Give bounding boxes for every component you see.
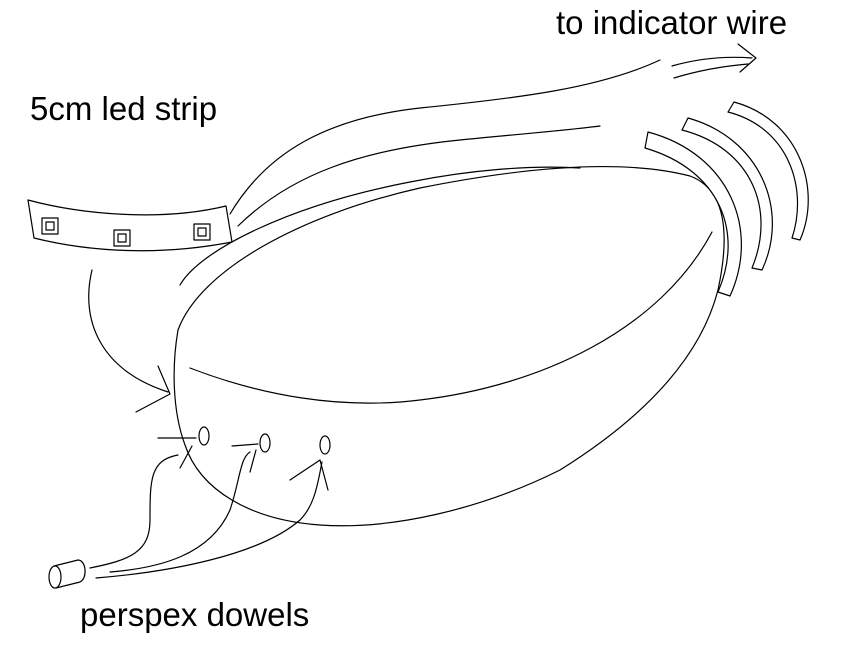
dowel-cylinder: [48, 559, 86, 589]
indicator-housing: [173, 166, 725, 527]
led-chip: [113, 229, 131, 247]
strip-arrow: [88, 269, 171, 413]
led-chip-inner: [117, 233, 127, 243]
led-chip-inner: [197, 227, 207, 237]
dowel-holes: [198, 426, 331, 455]
dowel-hole: [319, 435, 331, 455]
perspex-dowels-label: perspex dowels: [80, 596, 310, 633]
indicator-wire-label: to indicator wire: [556, 4, 788, 41]
dowel-arrows: [89, 437, 329, 579]
dowel-hole: [198, 426, 210, 446]
indicator-wires: [229, 59, 661, 227]
led-chip: [41, 217, 59, 235]
led-strip: [27, 199, 233, 252]
led-chip-inner: [45, 221, 55, 231]
indicator-wire-arrow: [671, 43, 757, 79]
led-chip: [193, 223, 211, 241]
lens-layers: [644, 101, 809, 297]
led-strip-label: 5cm led strip: [30, 90, 218, 127]
dowel-hole: [259, 433, 271, 453]
